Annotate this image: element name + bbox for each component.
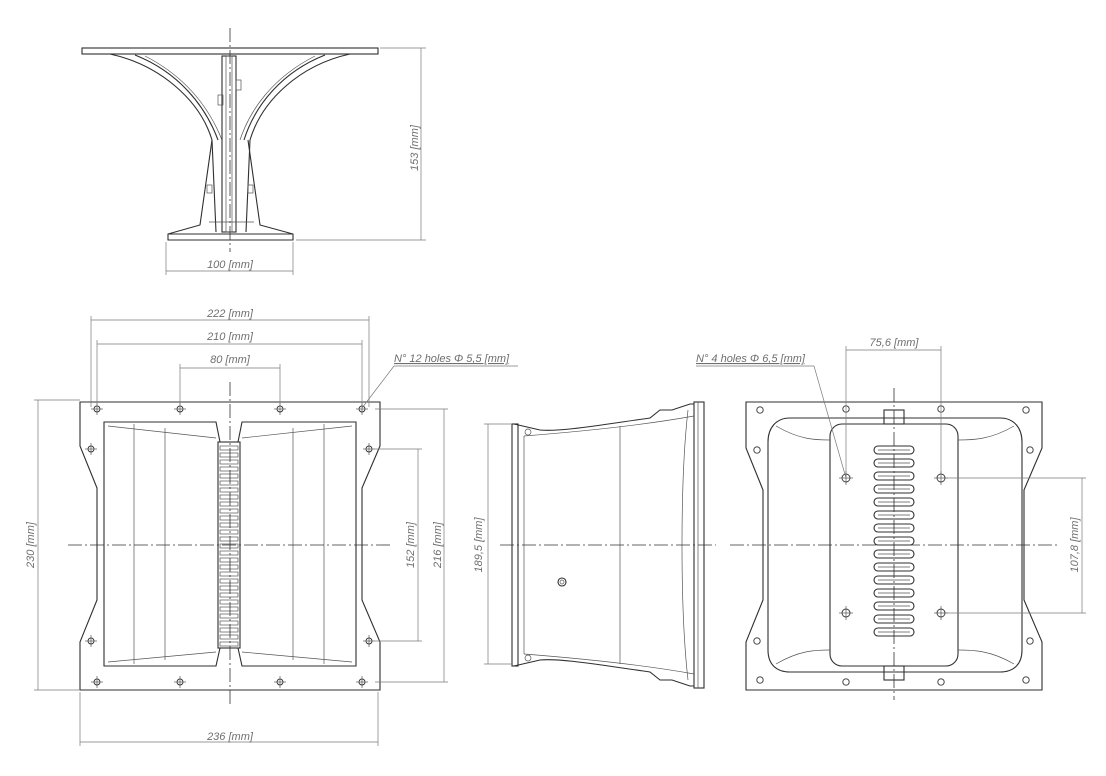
mounting-holes-front — [85, 403, 375, 688]
slot — [219, 564, 239, 570]
dim-236: 236 [mm] — [206, 731, 254, 743]
hole-icon — [756, 406, 764, 414]
slot — [219, 452, 239, 458]
front-view: 222 [mm] 210 [mm] 80 [mm] N° 12 holes Φ … — [25, 308, 518, 746]
hole-icon — [174, 403, 186, 415]
slot — [219, 501, 239, 507]
slot — [219, 641, 239, 647]
slot — [219, 543, 239, 549]
hole-icon — [1022, 676, 1030, 684]
slot — [219, 508, 239, 514]
dim-107-8: 107,8 [mm] — [1069, 517, 1081, 573]
slot — [219, 585, 239, 591]
slot — [219, 557, 239, 563]
dim-210: 210 [mm] — [206, 331, 254, 343]
slot — [219, 494, 239, 500]
hole-icon — [363, 635, 375, 647]
throat-slots-rear — [873, 445, 915, 637]
side-view: 189,5 [mm] — [473, 401, 716, 689]
hole-icon — [85, 443, 97, 455]
hole-icon — [85, 635, 97, 647]
dim-80: 80 [mm] — [210, 354, 251, 366]
slot — [219, 613, 239, 619]
slot — [219, 592, 239, 598]
dim-189-5: 189,5 [mm] — [473, 517, 485, 573]
dim-230: 230 [mm] — [25, 521, 37, 569]
top-view: 153 [mm] 100 [mm] — [81, 28, 426, 275]
slot — [219, 515, 239, 521]
slot — [219, 620, 239, 626]
slot — [219, 571, 239, 577]
hole-icon — [363, 443, 375, 455]
slot — [219, 634, 239, 640]
hole-icon — [937, 678, 945, 686]
slot — [219, 445, 239, 451]
hole-icon — [356, 676, 368, 688]
note-12-holes: N° 12 holes Φ 5,5 [mm] — [394, 353, 510, 365]
dim-216: 216 [mm] — [432, 521, 444, 569]
slot — [219, 606, 239, 612]
slot — [219, 487, 239, 493]
note-4-holes: N° 4 holes Φ 6,5 [mm] — [696, 353, 806, 365]
hole-icon — [91, 403, 103, 415]
hole-icon — [842, 678, 850, 686]
hole-icon — [753, 637, 761, 645]
hole-icon — [1022, 406, 1030, 414]
dim-75-6: 75,6 [mm] — [870, 337, 920, 349]
slot — [219, 599, 239, 605]
slot — [219, 627, 239, 633]
slot — [219, 466, 239, 472]
rear-view: 75,6 [mm] N° 4 holes Φ 6,5 [mm] 107,8 [m… — [696, 337, 1086, 700]
hole-icon — [753, 446, 761, 454]
hole-icon — [174, 676, 186, 688]
hole-icon — [1026, 446, 1034, 454]
slot — [219, 550, 239, 556]
slot — [219, 578, 239, 584]
dim-152: 152 [mm] — [405, 521, 417, 568]
slot — [219, 473, 239, 479]
dim-153: 153 [mm] — [409, 124, 421, 171]
dim-222: 222 [mm] — [206, 308, 254, 320]
hole-icon — [91, 676, 103, 688]
slot — [219, 459, 239, 465]
dim-100: 100 [mm] — [207, 259, 254, 271]
slot — [219, 522, 239, 528]
hole-icon — [839, 606, 853, 620]
hole-icon — [756, 676, 764, 684]
slot — [219, 480, 239, 486]
hole-icon — [274, 676, 286, 688]
hole-icon — [934, 606, 948, 620]
slot — [219, 529, 239, 535]
slot — [219, 536, 239, 542]
hole-icon — [1026, 637, 1034, 645]
